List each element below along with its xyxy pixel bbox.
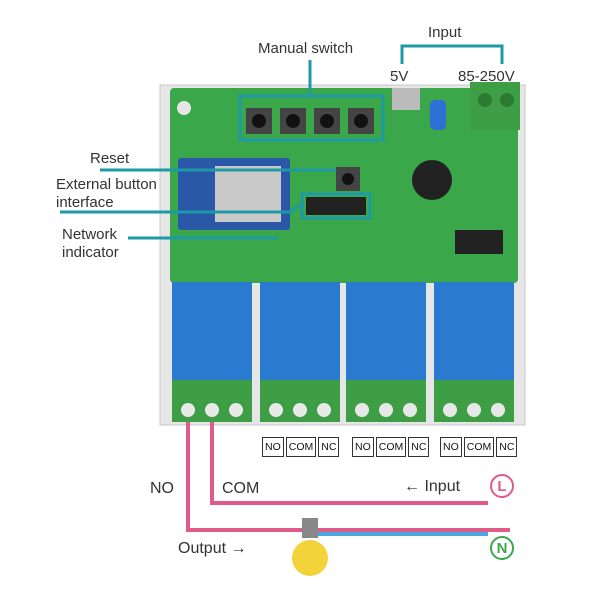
com-label: COM — [222, 480, 260, 497]
5v-label: 5V — [390, 68, 409, 85]
manual-switch-label: Manual switch — [258, 40, 354, 57]
inductor — [412, 160, 452, 200]
live-badge: L — [490, 474, 514, 498]
external-button-header — [306, 197, 366, 215]
85-250v-label: 85-250V — [458, 68, 515, 85]
wifi-chip — [215, 166, 281, 222]
reset-label: Reset — [90, 150, 130, 167]
network-indicator-label-2: indicator — [62, 244, 119, 261]
relays — [172, 282, 514, 380]
no-label: NO — [150, 480, 174, 497]
neutral-badge: N — [490, 536, 514, 560]
no-wire — [186, 422, 510, 532]
mount-hole — [177, 101, 191, 115]
capacitor — [430, 100, 446, 130]
usb-port — [392, 88, 420, 110]
network-indicator-label-1: Network — [62, 226, 118, 243]
external-button-label-1: External button — [56, 176, 157, 193]
input-arrow-label: ← Input — [404, 478, 461, 495]
manual-switches — [246, 108, 374, 134]
input-top-label: Input — [428, 24, 462, 41]
external-button-label-2: interface — [56, 194, 114, 211]
input-terminal — [470, 82, 520, 130]
callout-lines — [60, 60, 385, 240]
live-wire — [210, 422, 488, 505]
bulb-icon — [292, 518, 328, 576]
output-arrow-label: Output → — [178, 540, 247, 557]
antenna-coil — [455, 230, 503, 254]
output-terminals — [172, 380, 514, 422]
input-bracket — [400, 44, 504, 64]
